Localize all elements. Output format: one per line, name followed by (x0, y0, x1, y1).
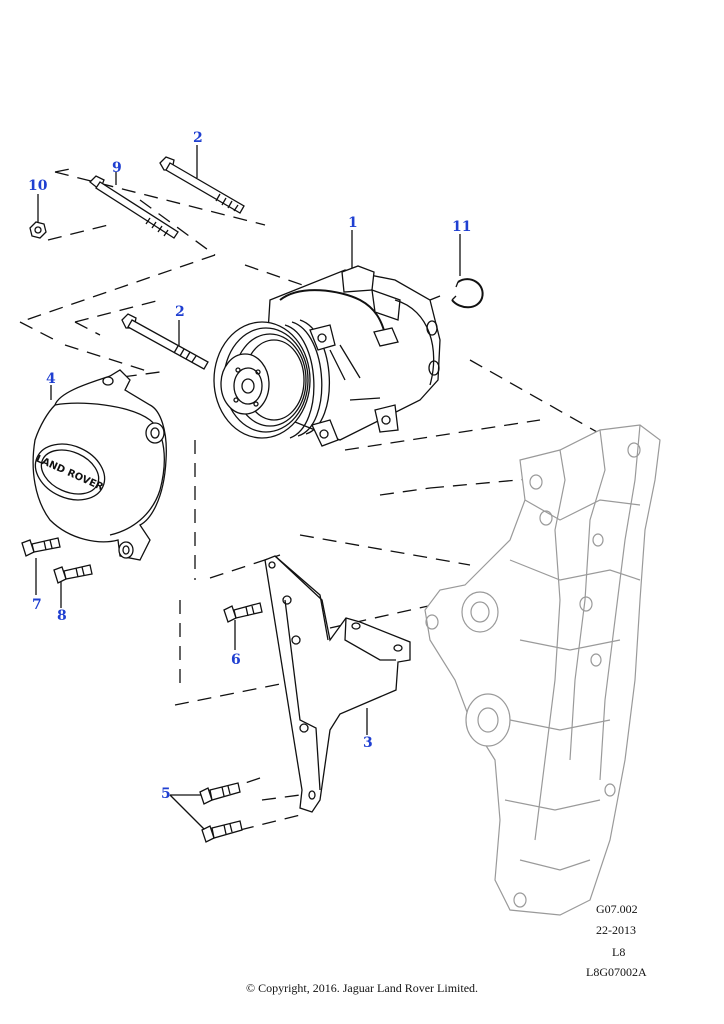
callout-1: 1 (348, 215, 358, 231)
diagram-date: 22-2013 (596, 923, 636, 937)
diagram-model: L8 (612, 945, 626, 959)
diagram-ref: G07.002 (596, 902, 638, 916)
copyright-notice: © Copyright, 2016. Jaguar Land Rover Lim… (245, 981, 479, 995)
compressor-1 (213, 265, 441, 447)
callout-9: 9 (112, 160, 122, 176)
bolt-8 (53, 564, 93, 584)
callout-10: 10 (28, 178, 48, 194)
bolt-2-mid (121, 313, 209, 370)
callout-2-top: 2 (193, 130, 203, 146)
bolt-7 (21, 537, 61, 557)
bracket-3 (264, 555, 411, 813)
callout-11: 11 (452, 219, 472, 235)
bolt-6 (223, 602, 263, 623)
pulley-cover-4: LAND ROVER (32, 369, 167, 561)
callout-7: 7 (32, 597, 42, 613)
circlip-11 (451, 278, 484, 309)
diagram-code: L8G07002A (586, 965, 647, 979)
callout-6: 6 (231, 652, 241, 668)
bolt-5-upper (199, 782, 241, 805)
assembly-dash-lines (19, 167, 621, 831)
callout-5: 5 (161, 786, 171, 802)
stud-bolt-9 (89, 175, 179, 239)
callout-3: 3 (363, 735, 373, 751)
bolt-2-top (159, 156, 245, 214)
leader-lines (35, 145, 461, 831)
callout-2-mid: 2 (175, 304, 185, 320)
callout-4: 4 (46, 371, 56, 387)
callout-8: 8 (57, 608, 67, 624)
engine-mount-bracket (424, 424, 661, 916)
nut-10 (29, 221, 47, 239)
bolt-5-lower (201, 820, 243, 843)
